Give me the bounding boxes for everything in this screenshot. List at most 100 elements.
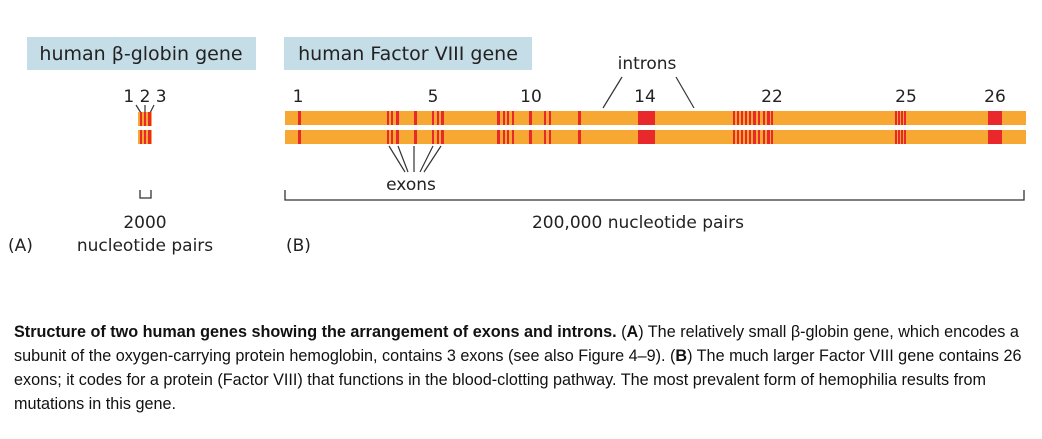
factor-viii-exon-stripe <box>901 130 903 144</box>
factor-viii-exon-stripe <box>549 130 551 144</box>
beta-globin-exon-3b <box>148 130 151 144</box>
factor-viii-exon-stripe <box>898 111 900 125</box>
panel-b-title: human Factor VIII gene <box>298 43 518 65</box>
exons-label: exons <box>386 175 436 195</box>
factor-viii-exon-stripe <box>904 130 906 144</box>
factor-viii-exon-stripe <box>741 130 743 144</box>
factor-viii-exon-stripe <box>529 130 532 144</box>
factor-viii-exon-stripe <box>763 130 765 144</box>
exon-number-26: 26 <box>984 87 1006 107</box>
factor-viii-exon-stripe <box>497 111 500 125</box>
factor-viii-exon-stripe <box>441 111 444 125</box>
factor-viii-exon-stripe <box>904 111 906 125</box>
factor-viii-exon-stripe <box>753 130 756 144</box>
panel-a-scale-value: 2000 <box>123 213 166 233</box>
factor-viii-exon-stripe <box>988 130 1002 144</box>
panel-a-exon-numbers: 1 2 3 <box>123 87 166 107</box>
factor-viii-exon-stripe <box>503 130 505 144</box>
factor-viii-exon-stripe <box>767 130 770 144</box>
factor-viii-exon-stripe <box>391 130 393 144</box>
panel-a-scale-bracket <box>139 190 152 199</box>
factor-viii-exon-stripe <box>733 130 735 144</box>
factor-viii-exon-stripe <box>437 111 439 125</box>
factor-viii-exon-stripe <box>749 111 751 125</box>
panel-a-leader-lines <box>135 104 155 114</box>
factor-viii-exon-stripe <box>771 130 773 144</box>
factor-viii-exon-stripe <box>544 130 546 144</box>
factor-viii-exons <box>298 111 1002 144</box>
factor-viii-gene-strands <box>285 111 1026 144</box>
factor-viii-exon-stripe <box>387 111 389 125</box>
beta-globin-exon-1b <box>140 130 142 144</box>
panel-a: human β-globin gene 1 2 3 2000 nucleotid… <box>8 37 256 256</box>
factor-viii-exon-stripe <box>437 130 439 144</box>
factor-viii-exon-stripe <box>753 111 756 125</box>
panel-b-label: (B) <box>286 236 311 256</box>
factor-viii-exon-stripe <box>898 130 900 144</box>
panel-b-title-box <box>284 37 532 70</box>
beta-globin-exon-1 <box>140 112 142 126</box>
exon-number-14: 14 <box>634 87 656 107</box>
factor-viii-exon-stripe <box>387 130 389 144</box>
factor-viii-exon-stripe <box>396 111 399 125</box>
caption-panel-a-ref: A <box>626 323 639 341</box>
factor-viii-exon-stripe <box>432 111 434 125</box>
factor-viii-exon-stripe <box>737 111 739 125</box>
caption-text-1: ( <box>616 323 627 341</box>
factor-viii-exon-stripe <box>549 111 551 125</box>
caption-text-3: ) The much larger Factor VIII gene conta… <box>14 347 1022 413</box>
panel-a-scale-unit: nucleotide pairs <box>77 236 213 256</box>
gene-structure-diagram: human β-globin gene 1 2 3 2000 nucleotid… <box>8 37 1026 256</box>
factor-viii-exon-stripe <box>733 111 735 125</box>
exon-number-5: 5 <box>428 87 439 107</box>
factor-viii-exon-stripe <box>578 111 581 125</box>
factor-viii-exon-stripe <box>432 130 434 144</box>
panel-b-scale-bracket <box>284 190 1025 201</box>
factor-viii-exon-stripe <box>512 130 514 144</box>
caption-panel-b-ref: B <box>675 347 688 365</box>
exon-number-22: 22 <box>761 87 783 107</box>
beta-globin-gene-strands <box>138 112 152 144</box>
factor-viii-exon-stripe <box>988 111 1002 125</box>
factor-viii-exon-stripe <box>298 111 301 125</box>
caption-text-2: ) The relatively small β-globin gene, wh… <box>14 323 1019 365</box>
factor-viii-exon-stripe <box>767 111 770 125</box>
factor-viii-exon-stripe <box>497 130 500 144</box>
factor-viii-exon-stripe <box>745 111 747 125</box>
beta-globin-exon-2b <box>144 130 146 144</box>
factor-viii-exon-stripe <box>441 130 444 144</box>
factor-viii-exon-stripe <box>578 130 581 144</box>
exon-number-25: 25 <box>895 87 917 107</box>
exon-number-10: 10 <box>520 87 542 107</box>
beta-globin-exon-3 <box>148 112 151 126</box>
factor-viii-exon-stripe <box>396 130 399 144</box>
panel-a-title: human β-globin gene <box>39 43 242 65</box>
factor-viii-exon-stripe <box>741 111 743 125</box>
factor-viii-exon-stripe <box>503 111 505 125</box>
factor-viii-exon-stripe <box>771 111 773 125</box>
factor-viii-exon-stripe <box>414 111 417 125</box>
factor-viii-strand-bottom <box>285 130 1026 144</box>
factor-viii-exon-stripe <box>529 111 532 125</box>
factor-viii-exon-stripe <box>507 130 509 144</box>
factor-viii-exon-stripe <box>298 130 301 144</box>
exons-pointer-lines <box>388 145 442 173</box>
factor-viii-exon-stripe <box>749 130 751 144</box>
panel-b-scale-label: 200,000 nucleotide pairs <box>532 213 744 233</box>
factor-viii-exon-stripe <box>895 130 897 144</box>
beta-globin-exon-2 <box>144 112 146 126</box>
factor-viii-exon-stripe <box>638 111 655 125</box>
panel-b: human Factor VIII gene introns 1 5 10 14… <box>284 37 1026 256</box>
factor-viii-exon-stripe <box>391 111 393 125</box>
factor-viii-exon-stripe <box>507 111 509 125</box>
factor-viii-exon-stripe <box>763 111 765 125</box>
factor-viii-strand-top <box>285 111 1026 125</box>
factor-viii-exon-stripe <box>745 130 747 144</box>
figure-caption: Structure of two human genes showing the… <box>14 320 1028 416</box>
factor-viii-exon-stripe <box>638 130 655 144</box>
factor-viii-exon-stripe <box>737 130 739 144</box>
factor-viii-exon-stripe <box>895 111 897 125</box>
factor-viii-exon-stripe <box>758 111 760 125</box>
introns-label: introns <box>618 54 677 74</box>
factor-viii-exon-stripe <box>512 111 514 125</box>
